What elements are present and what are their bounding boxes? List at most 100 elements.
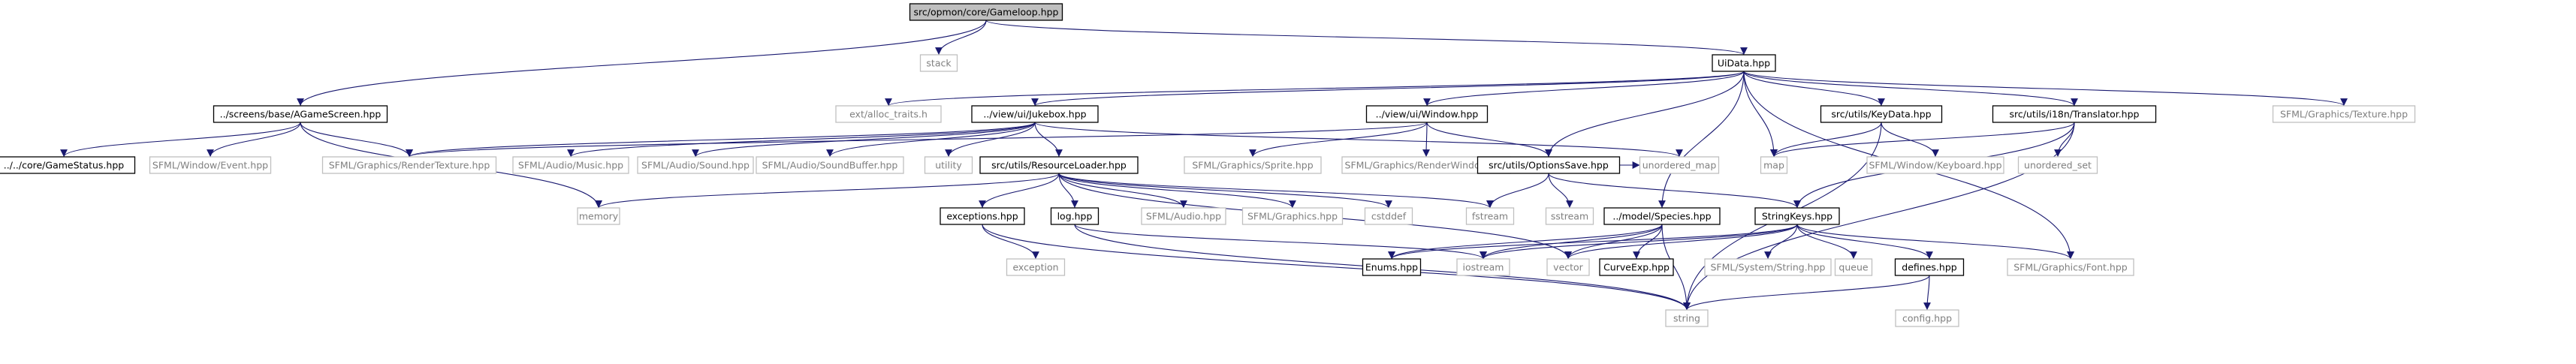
edge-uidata-to-map (1743, 71, 1778, 158)
node-sfml-audio-hpp[interactable]: SFML/Audio.hpp (1141, 207, 1226, 225)
node-box (1754, 207, 1840, 225)
edge-gameloop-to-agamescreen (297, 20, 987, 107)
node-string[interactable]: string (1665, 309, 1709, 327)
edge-uidata-to-texture (1743, 71, 2348, 107)
node-sstream[interactable]: sstream (1545, 207, 1594, 225)
node-box (1184, 156, 1322, 174)
node-sfml-system-string-hpp[interactable]: SFML/System/String.hpp (1704, 258, 1832, 276)
node-label: SFML/Graphics/RenderWindow.hpp (1345, 160, 1508, 171)
edge-stringkeys-to-queue (1796, 224, 1857, 260)
node-label: queue (1838, 262, 1868, 273)
node-box (1456, 258, 1510, 276)
node-label: sstream (1551, 211, 1588, 222)
node-sfml-graphics-rendertexture-hpp[interactable]: SFML/Graphics/RenderTexture.hpp (321, 156, 497, 174)
edge-keydata-to-keyboard (1881, 122, 1939, 158)
edge-gameloop-to-uidata (985, 20, 1748, 56)
node-curveexp-hpp[interactable]: CurveExp.hpp (1599, 258, 1674, 276)
node-sfml-graphics-hpp[interactable]: SFML/Graphics.hpp (1241, 207, 1344, 225)
node-sfml-graphics-sprite-hpp[interactable]: SFML/Graphics/Sprite.hpp (1184, 156, 1322, 174)
node-box (1599, 258, 1674, 276)
edge-jukebox-to-unordered_map (1034, 122, 1683, 158)
node-box (321, 156, 497, 174)
node-src-utils-optionssave-hpp[interactable]: src/utils/OptionsSave.hpp (1477, 156, 1621, 174)
node-unordered-map[interactable]: unordered_map (1639, 156, 1720, 174)
node-fstream[interactable]: fstream (1465, 207, 1515, 225)
node-box (1704, 258, 1832, 276)
node-box (2272, 105, 2416, 123)
node-exceptions-hpp[interactable]: exceptions.hpp (940, 207, 1025, 225)
node-enums-hpp[interactable]: Enums.hpp (1362, 258, 1422, 276)
node-box (149, 156, 272, 174)
node-sfml-window-keyboard-hpp[interactable]: SFML/Window/Keyboard.hpp (1866, 156, 2004, 174)
node-label: CurveExp.hpp (1603, 262, 1670, 273)
node-stack[interactable]: stack (919, 54, 958, 72)
edge-optionssave-to-sstream (1548, 173, 1573, 209)
edge-translator-to-string (1683, 122, 2075, 311)
node-queue[interactable]: queue (1834, 258, 1873, 276)
node-box (2017, 156, 2098, 174)
node-src-utils-i18n-translator-hpp[interactable]: src/utils/i18n/Translator.hpp (1992, 105, 2157, 123)
node-cstddef[interactable]: cstddef (1364, 207, 1413, 225)
node-label: SFML/Audio/Music.hpp (518, 160, 623, 171)
node-memory[interactable]: memory (577, 207, 620, 225)
node-sfml-graphics-renderwindow-hpp[interactable]: SFML/Graphics/RenderWindow.hpp (1341, 156, 1511, 174)
node-map[interactable]: map (1760, 156, 1788, 174)
node-config-hpp[interactable]: config.hpp (1895, 309, 1959, 327)
node-exception[interactable]: exception (1006, 258, 1066, 276)
node-sfml-audio-soundbuffer-hpp[interactable]: SFML/Audio/SoundBuffer.hpp (756, 156, 904, 174)
node-utility[interactable]: utility (924, 156, 973, 174)
edge-window-to-optionssave (1426, 122, 1552, 158)
node-box (1895, 309, 1959, 327)
node-sfml-graphics-texture-hpp[interactable]: SFML/Graphics/Texture.hpp (2272, 105, 2416, 123)
edge-resourceloader-to-fstream (1058, 173, 1494, 209)
edge-agamescreen-to-event (207, 122, 301, 158)
edge-resourceloader-to-log (1058, 173, 1078, 209)
node-defines-hpp[interactable]: defines.hpp (1894, 258, 1965, 276)
node-core-gamestatus-hpp[interactable]: ../../core/GameStatus.hpp (0, 156, 136, 174)
node-box (213, 105, 388, 123)
node-src-opmon-core-gameloop-hpp[interactable]: src/opmon/core/Gameloop.hpp (909, 3, 1063, 21)
node-sfml-window-event-hpp[interactable]: SFML/Window/Event.hpp (149, 156, 272, 174)
node-label: SFML/Window/Keyboard.hpp (1869, 160, 2001, 171)
node-sfml-graphics-font-hpp[interactable]: SFML/Graphics/Font.hpp (2007, 258, 2134, 276)
node-label: ../view/ui/Jukebox.hpp (983, 109, 1086, 120)
node-label: src/utils/KeyData.hpp (1831, 109, 1931, 120)
node-ext-alloc-traits-h[interactable]: ext/alloc_traits.h (835, 105, 942, 123)
node-view-ui-jukebox-hpp[interactable]: ../view/ui/Jukebox.hpp (971, 105, 1099, 123)
node-box (1465, 207, 1515, 225)
node-screens-base-agamescreen-hpp[interactable]: ../screens/base/AGameScreen.hpp (213, 105, 388, 123)
edge-stringkeys-to-font (1796, 224, 2074, 260)
node-src-utils-keydata-hpp[interactable]: src/utils/KeyData.hpp (1820, 105, 1943, 123)
edge-defines-to-config (1923, 275, 1931, 311)
node-box (919, 54, 958, 72)
node-view-ui-window-hpp[interactable]: ../view/ui/Window.hpp (1365, 105, 1489, 123)
node-label: SFML/Audio/Sound.hpp (641, 160, 750, 171)
node-label: string (1673, 313, 1700, 324)
node-vector[interactable]: vector (1546, 258, 1590, 276)
node-iostream[interactable]: iostream (1456, 258, 1510, 276)
node-uidata-hpp[interactable]: UiData.hpp (1712, 54, 1776, 72)
node-model-species-hpp[interactable]: ../model/Species.hpp (1603, 207, 1721, 225)
node-sfml-audio-music-hpp[interactable]: SFML/Audio/Music.hpp (512, 156, 629, 174)
node-src-utils-resourceloader-hpp[interactable]: src/utils/ResourceLoader.hpp (979, 156, 1139, 174)
node-box (1834, 258, 1873, 276)
node-box (1545, 207, 1594, 225)
node-sfml-audio-sound-hpp[interactable]: SFML/Audio/Sound.hpp (637, 156, 754, 174)
node-log-hpp[interactable]: log.hpp (1050, 207, 1099, 225)
node-label: utility (935, 160, 962, 171)
node-label: unordered_set (2024, 160, 2092, 171)
node-label: fstream (1472, 211, 1508, 222)
node-label: SFML/Window/Event.hpp (152, 160, 268, 171)
node-label: SFML/Graphics/RenderTexture.hpp (329, 160, 490, 171)
node-label: ext/alloc_traits.h (849, 109, 928, 120)
edge-keydata-to-map (1770, 122, 1882, 158)
node-label: SFML/System/String.hpp (1711, 262, 1826, 273)
node-box (1894, 258, 1965, 276)
node-label: UiData.hpp (1718, 58, 1770, 69)
node-stringkeys-hpp[interactable]: StringKeys.hpp (1754, 207, 1840, 225)
edge-uidata-to-optionssave (1545, 71, 1745, 158)
node-unordered-set[interactable]: unordered_set (2017, 156, 2098, 174)
edge-stringkeys-to-vector (1564, 224, 1798, 260)
edge-species-to-curveexp (1633, 224, 1663, 260)
